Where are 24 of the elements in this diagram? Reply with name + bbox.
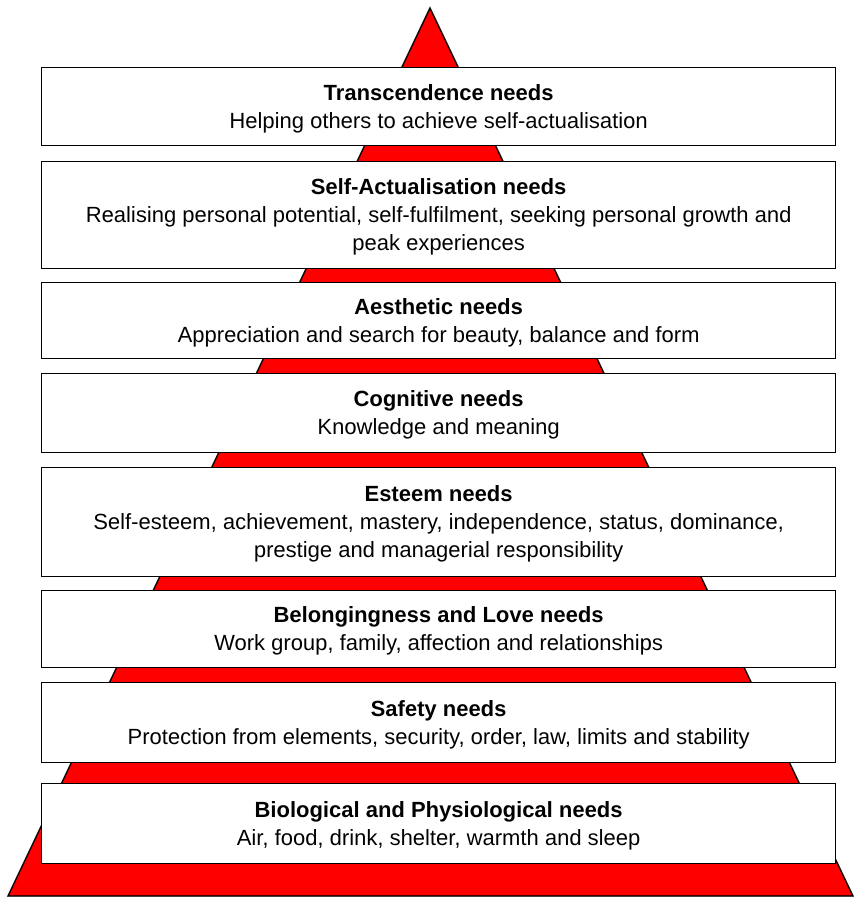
level-description: Knowledge and meaning bbox=[317, 413, 560, 441]
level-description: Work group, family, affection and relationships bbox=[214, 629, 663, 657]
level-description: Realising personal potential, self-fulfilment, seeking personal growth and peak experiences bbox=[84, 201, 792, 257]
level-heading: Belongingness and Love needs bbox=[273, 601, 604, 629]
level-description: Self-esteem, achievement, mastery, independence, status, dominance, prestige and managerial responsibility bbox=[92, 508, 785, 564]
level-description: Appreciation and search for beauty, balance and form bbox=[178, 320, 700, 348]
level-description: Air, food, drink, shelter, warmth and sleep bbox=[236, 824, 640, 852]
level-box bbox=[41, 161, 836, 269]
level-heading: Aesthetic needs bbox=[354, 292, 523, 320]
level-box bbox=[41, 282, 836, 359]
level-box bbox=[41, 590, 836, 668]
level-box bbox=[41, 783, 836, 864]
level-box bbox=[41, 682, 836, 763]
level-box bbox=[41, 67, 836, 146]
level-heading: Safety needs bbox=[370, 694, 506, 722]
level-heading: Esteem needs bbox=[364, 480, 512, 508]
level-box bbox=[41, 373, 836, 453]
level-box bbox=[41, 467, 836, 577]
level-heading: Biological and Physiological needs bbox=[254, 796, 622, 824]
level-heading: Transcendence needs bbox=[324, 78, 554, 106]
level-heading: Self-Actualisation needs bbox=[310, 173, 566, 201]
level-heading: Cognitive needs bbox=[354, 385, 524, 413]
level-description: Helping others to achieve self-actualisation bbox=[229, 106, 648, 134]
level-description: Protection from elements, security, order, law, limits and stability bbox=[128, 722, 750, 750]
